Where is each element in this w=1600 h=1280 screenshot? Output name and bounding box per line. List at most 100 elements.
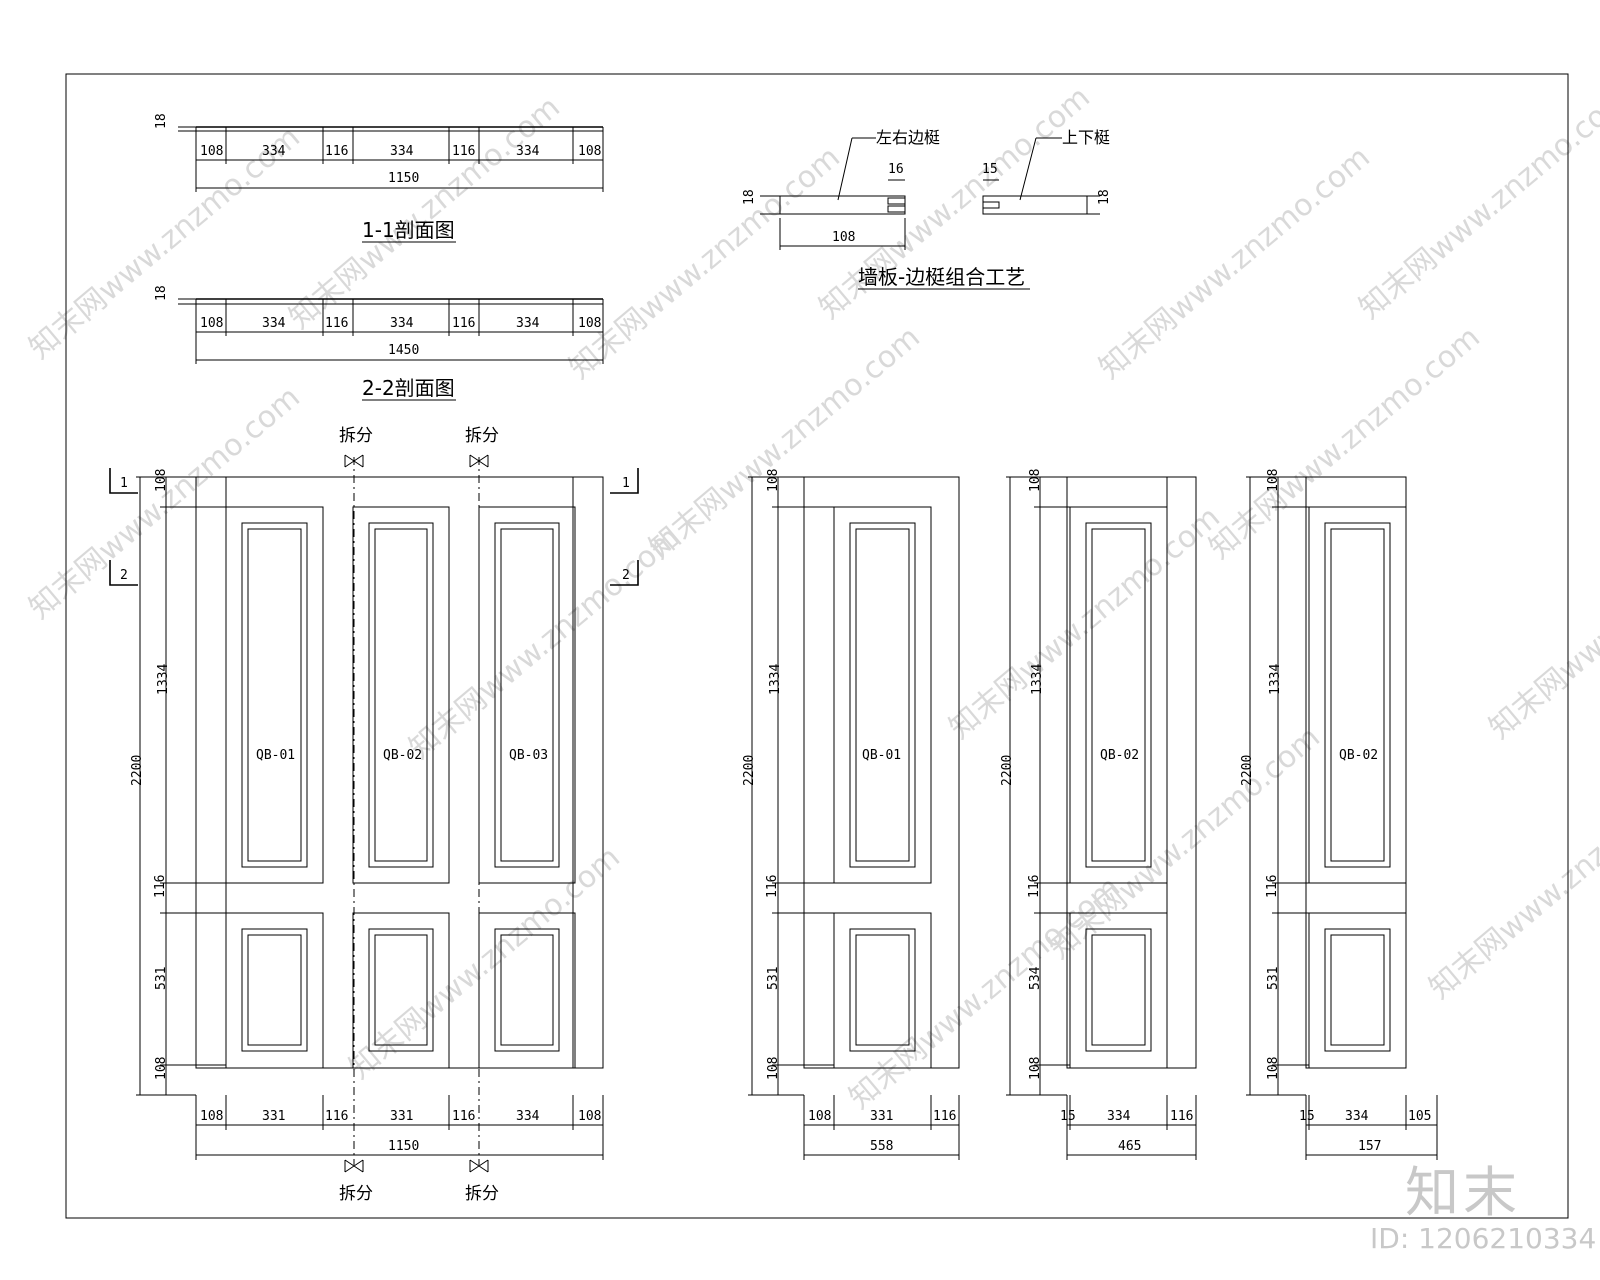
section-marker-1-left — [109, 468, 138, 494]
total-dim: 1450 — [388, 343, 419, 358]
v-dim: 108 — [1266, 469, 1281, 492]
v-dim: 534 — [1028, 966, 1043, 990]
seg-dim: 116 — [452, 316, 475, 331]
v-dim: 108 — [1028, 469, 1043, 492]
total-dim: 157 — [1358, 1139, 1381, 1154]
single-elevation-3: QB-02 108 1334 116 531 108 2200 15 334 1… — [1240, 469, 1438, 1160]
panel-label: QB-01 — [256, 748, 295, 763]
seg-dim: 334 — [516, 316, 540, 331]
single-elevation-2: QB-02 108 1334 116 534 108 2200 15 334 1… — [1000, 469, 1197, 1160]
watermark-text: 知末网www.znzmo.com — [563, 140, 847, 386]
watermark-text: 知末网www.znzmo.com — [23, 380, 307, 626]
split-label: 拆分 — [465, 426, 499, 446]
v-dim: 108 — [154, 1057, 169, 1080]
h-dim: 116 — [325, 1109, 348, 1124]
seg-dim: 116 — [325, 144, 348, 159]
left-stile-label: 左右边梃 — [876, 128, 940, 147]
section-marker-2-right — [610, 560, 639, 586]
thickness-dim: 18 — [154, 285, 169, 301]
svg-text:1: 1 — [622, 476, 630, 491]
h-dim: 331 — [870, 1109, 893, 1124]
v-dim: 108 — [766, 1057, 781, 1080]
panel-label: QB-02 — [1100, 748, 1139, 763]
svg-text:1: 1 — [120, 476, 128, 491]
split-symbol-icon — [344, 1159, 364, 1173]
watermark-layer: 知末网www.znzmo.com知末网www.znzmo.com知末网www.z… — [23, 80, 1600, 1116]
height-dim: 2200 — [1240, 755, 1255, 786]
watermark-text: 知末网www.znzmo.com — [1353, 80, 1600, 326]
section-2-2: 18 108 334 116 334 116 334 108 1450 2-2剖… — [154, 285, 603, 401]
total-dim: 1150 — [388, 1139, 419, 1154]
total-dim: 1150 — [388, 171, 419, 186]
watermark-text: 知末网www.znzmo.com — [403, 520, 687, 766]
watermark-text: 知末网www.znzmo.com — [343, 840, 627, 1086]
v-dim: 108 — [766, 469, 781, 492]
height-dim: 2200 — [130, 755, 145, 786]
h-dim: 331 — [390, 1109, 413, 1124]
h-dim: 15 — [1060, 1109, 1076, 1124]
combo-detail: 18 108 16 左右边梃 15 18 上下梃 墙板-边梃组合工艺 — [742, 128, 1112, 290]
v-dim: 116 — [1265, 875, 1280, 898]
combo-dim: 18 — [1097, 189, 1112, 205]
panel-label: QB-03 — [509, 748, 548, 763]
v-dim: 108 — [154, 469, 169, 492]
seg-dim: 334 — [390, 316, 414, 331]
v-dim: 108 — [1028, 1057, 1043, 1080]
v-dim: 108 — [1266, 1057, 1281, 1080]
h-dim: 334 — [1107, 1109, 1131, 1124]
h-dim: 108 — [578, 1109, 601, 1124]
height-dim: 2200 — [742, 755, 757, 786]
h-dim: 105 — [1408, 1109, 1431, 1124]
watermark-text: 知末网www.znzmo.com — [1093, 140, 1377, 386]
v-dim: 1334 — [1030, 664, 1045, 695]
seg-dim: 334 — [390, 144, 414, 159]
h-dim: 116 — [452, 1109, 475, 1124]
brand-logo: 知末 — [1405, 1161, 1521, 1224]
image-id: ID: 1206210334 — [1370, 1222, 1597, 1255]
v-dim: 116 — [765, 875, 780, 898]
v-dim: 1334 — [156, 664, 171, 695]
seg-dim: 334 — [262, 144, 286, 159]
panel-label: QB-01 — [862, 748, 901, 763]
panel-label: QB-02 — [383, 748, 422, 763]
watermark-text: 知末网www.znzmo.com — [943, 500, 1227, 746]
seg-dim: 116 — [325, 316, 348, 331]
total-dim: 558 — [870, 1139, 893, 1154]
v-dim: 531 — [1266, 967, 1281, 990]
split-label: 拆分 — [339, 426, 373, 446]
svg-text:2: 2 — [120, 568, 128, 583]
v-dim: 1334 — [768, 664, 783, 695]
h-dim: 108 — [808, 1109, 831, 1124]
drawing-frame — [65, 73, 1569, 1219]
h-dim: 334 — [1345, 1109, 1369, 1124]
combo-dim: 108 — [832, 230, 855, 245]
svg-text:2: 2 — [622, 568, 630, 583]
total-dim: 465 — [1118, 1139, 1141, 1154]
section-marker-1-right — [610, 468, 639, 494]
seg-dim: 108 — [200, 316, 223, 331]
section-title: 2-2剖面图 — [362, 376, 455, 400]
split-label: 拆分 — [465, 1184, 499, 1204]
combo-dim: 15 — [982, 162, 998, 177]
split-symbol-icon — [469, 1159, 489, 1173]
h-dim: 331 — [262, 1109, 285, 1124]
h-dim: 334 — [516, 1109, 540, 1124]
v-dim: 531 — [766, 967, 781, 990]
height-dim: 2200 — [1000, 755, 1015, 786]
combo-dim: 18 — [742, 189, 757, 205]
combo-dim: 16 — [888, 162, 904, 177]
watermark-text: 知末网www.znzmo.com — [1043, 720, 1327, 966]
seg-dim: 116 — [452, 144, 475, 159]
v-dim: 116 — [1027, 875, 1042, 898]
section-1-1: 18 108 334 116 334 116 334 108 1150 1-1剖… — [154, 113, 603, 243]
v-dim: 1334 — [1268, 664, 1283, 695]
section-marker-2-left — [109, 560, 138, 586]
watermark-text: 知末网www.znzmo.com — [1483, 500, 1600, 746]
split-symbol-icon — [469, 454, 489, 468]
h-dim: 116 — [933, 1109, 956, 1124]
section-title: 1-1剖面图 — [362, 218, 455, 242]
watermark-text: 知末网www.znzmo.com — [1423, 760, 1600, 1006]
single-elevation-1: QB-01 108 1334 116 531 108 2200 108 331 … — [742, 469, 960, 1160]
v-dim: 116 — [153, 875, 168, 898]
